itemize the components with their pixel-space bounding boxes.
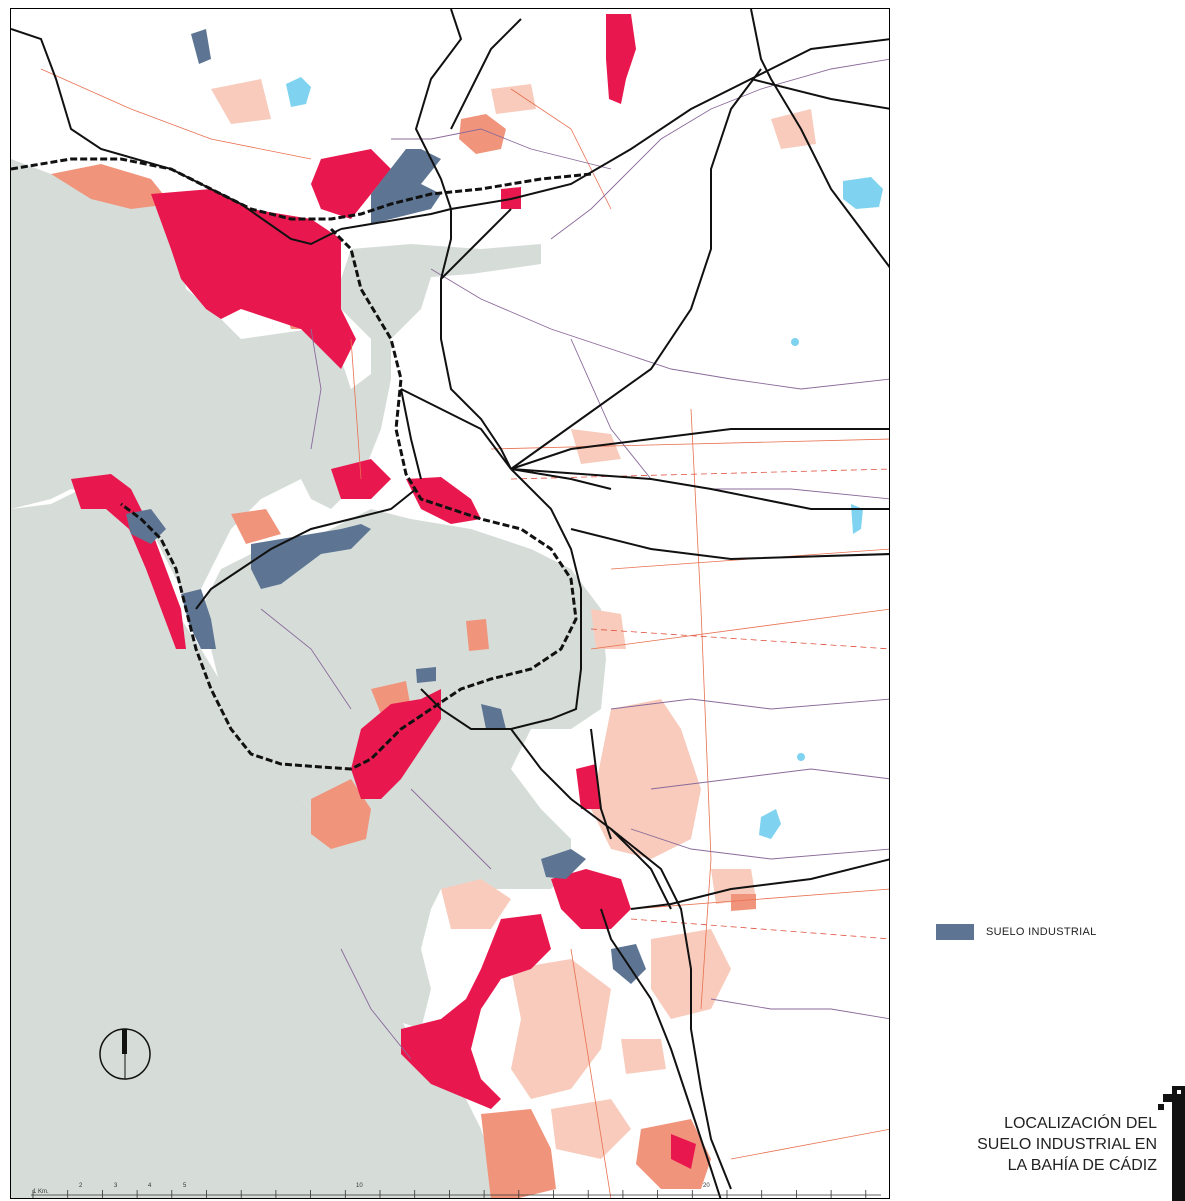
legend-swatch-industrial [936,924,974,940]
sea-area [11,159,541,609]
rivers [260,58,889,1060]
scale-tick-label: 4 [148,1183,152,1189]
legend: SUELO INDUSTRIAL [936,924,1097,940]
railway [11,157,592,771]
scale-tick-label: 2 [79,1183,83,1189]
bracket-icon [1158,1086,1185,1201]
scale-bar: 1 Km. 2 3 4 5 10 20 [31,1183,881,1198]
main-roads [11,9,889,1198]
lagoon [851,504,863,534]
scale-unit-label: 1 Km. [33,1189,49,1195]
lagoon [843,177,883,209]
scale-tick-label: 10 [356,1183,363,1189]
scale-tick-label: 5 [183,1183,187,1189]
map-title: LOCALIZACIÓN DEL SUELO INDUSTRIAL EN LA … [917,1113,1157,1176]
north-arrow-icon [99,1028,151,1080]
map-frame[interactable]: 1 Km. 2 3 4 5 10 20 [10,8,890,1199]
lagoon [759,809,781,839]
map-title-line: LOCALIZACIÓN DEL [1004,1115,1157,1132]
pond [797,753,805,761]
legend-label: SUELO INDUSTRIAL [986,926,1097,938]
scale-tick-label: 20 [703,1183,710,1189]
pond [791,338,799,346]
lagoon [286,77,311,107]
map-canvas[interactable]: 1 Km. 2 3 4 5 10 20 [11,9,890,1199]
map-title-line: SUELO INDUSTRIAL EN [977,1136,1157,1153]
industrial-areas [126,29,646,984]
sea-area [11,489,501,1198]
diffuse-urban-areas [211,79,816,1159]
dense-urban-areas [71,14,696,1169]
dashed-boundaries [510,468,889,940]
map-title-line: LA BAHÍA DE CÁDIZ [1007,1157,1157,1174]
scale-tick-label: 3 [114,1183,118,1189]
